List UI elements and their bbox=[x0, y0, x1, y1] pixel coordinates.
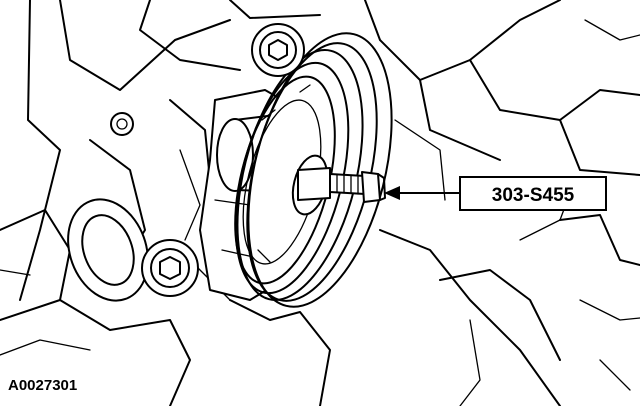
idler-pulley-left bbox=[67, 198, 149, 302]
callout-arrowhead bbox=[384, 186, 400, 200]
callout-box bbox=[459, 176, 607, 211]
special-tool-303-s455 bbox=[297, 167, 386, 203]
bolt-lower bbox=[141, 239, 199, 297]
figure-id: A0027301 bbox=[8, 377, 77, 394]
fitting-upper-left bbox=[110, 112, 134, 136]
callout: 303-S455 bbox=[384, 176, 607, 211]
callout-label: 303-S455 bbox=[492, 185, 575, 206]
bolt-upper bbox=[251, 23, 305, 77]
